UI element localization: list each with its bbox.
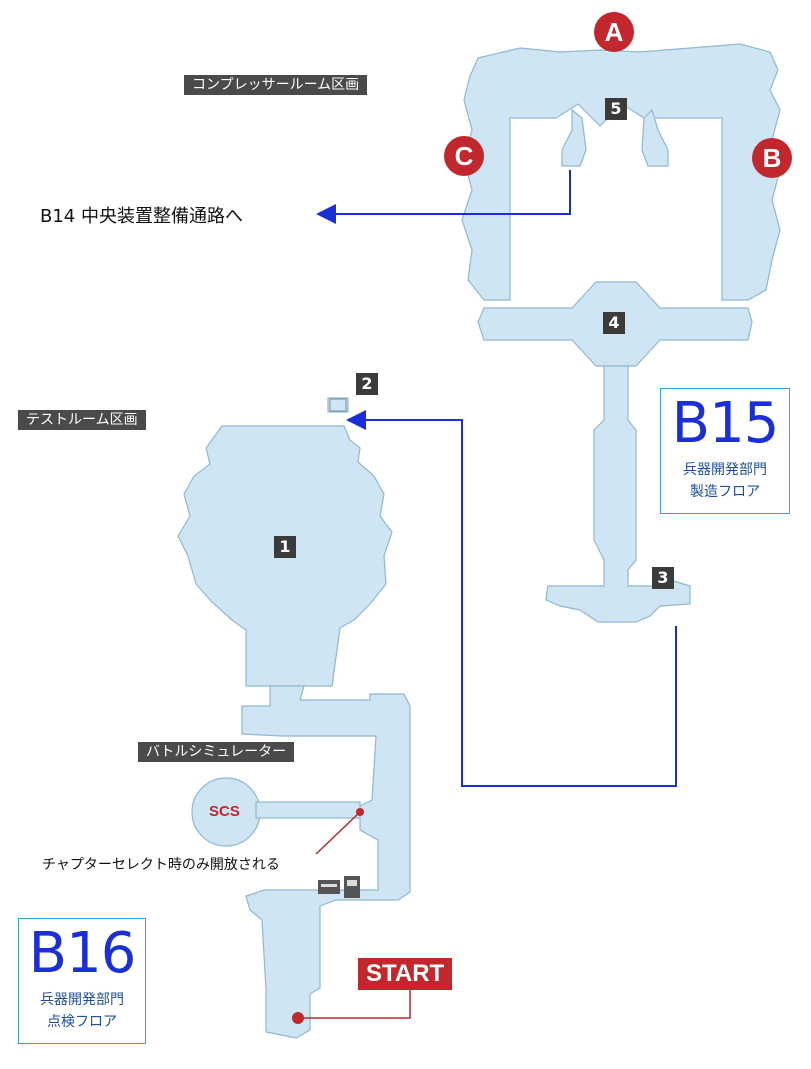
pin-a: A [594,12,634,52]
point-4: 4 [603,312,625,334]
floor-box-b15: B15 兵器開発部門 製造フロア [660,388,790,514]
point-5: 5 [605,98,627,120]
floor-name-b16-line2: 点検フロア [47,1014,117,1030]
section-label-test-room: テストルーム区画 [18,410,146,430]
pin-b: B [752,138,792,178]
scs-passage [255,801,361,819]
floor-name-b15-line2: 製造フロア [690,484,760,500]
compressor-loop-room [461,43,781,301]
floor-code-b15: B15 [671,391,780,456]
start-label: START [358,958,453,990]
door-icon [329,398,347,412]
section-label-battle-sim: バトルシミュレーター [138,742,295,762]
marker-dot-icon [292,1012,304,1024]
battle-corridor [241,685,411,1039]
room-2-block [327,397,349,413]
route-to-b14-line [316,170,571,224]
point-3: 3 [652,567,674,589]
route-label-b14: B14 中央装置整備通路へ [40,206,243,227]
floor-code-b16: B16 [28,921,137,986]
start-leader [300,990,411,1019]
terminal-icon [318,876,360,898]
marker-dot-icon [356,808,364,816]
section-label-compressor: コンプレッサールーム区画 [184,75,368,95]
point-2: 2 [356,373,378,395]
point-1: 1 [274,536,296,558]
floor-box-b16: B16 兵器開発部門 点検フロア [18,918,146,1044]
down-corridor [545,365,691,623]
chapter-note-leader [315,811,361,855]
chapter-select-note: チャプターセレクト時のみ開放される [42,857,280,873]
floor-name-b15-line1: 兵器開発部門 [683,462,767,478]
pin-c: C [444,136,484,176]
inner-pillar-right [641,108,669,167]
inner-pillar-left [561,108,587,167]
scs-label: SCS [209,803,240,820]
route-3-to-2-line [346,410,677,787]
floor-name-b16-line1: 兵器開発部門 [40,992,124,1008]
